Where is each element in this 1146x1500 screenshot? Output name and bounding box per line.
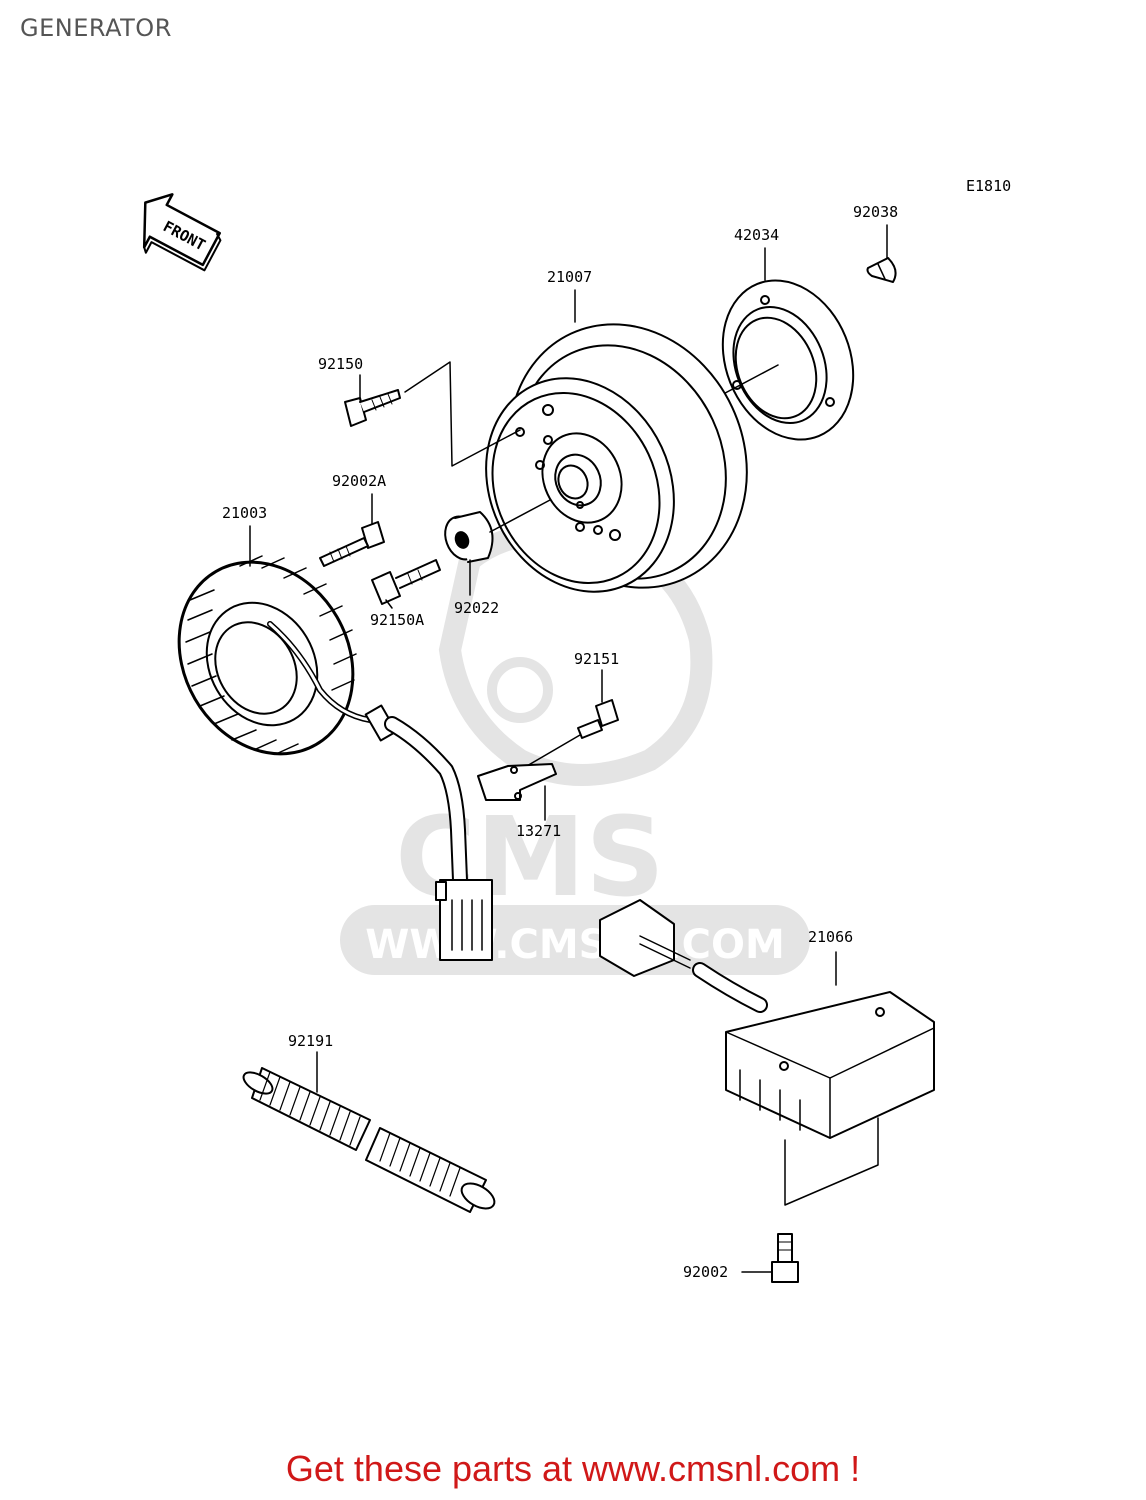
bolt-92150 — [344, 389, 401, 427]
label-21066: 21066 — [808, 928, 853, 946]
label-92002: 92002 — [683, 1263, 728, 1281]
label-92022: 92022 — [454, 599, 499, 617]
label-42034: 42034 — [734, 226, 779, 244]
watermark: CMS WWW.CMSNL.COM — [340, 522, 810, 975]
regulator-rectifier-21066 — [599, 899, 935, 1139]
label-92002A: 92002A — [332, 472, 386, 490]
watermark-url: WWW.CMSNL.COM — [365, 922, 785, 968]
bolt-92150A — [371, 559, 441, 605]
rotor-21007 — [485, 323, 748, 593]
label-92191: 92191 — [288, 1032, 333, 1050]
woodruff-key-92038 — [866, 257, 897, 283]
clamp-13271 — [477, 763, 557, 801]
label-13271: 13271 — [516, 822, 561, 840]
collar-92022 — [444, 511, 494, 563]
label-21007: 21007 — [547, 268, 592, 286]
page-title: GENERATOR — [20, 14, 172, 42]
tube-92191 — [242, 1067, 496, 1213]
bolt-92002 — [771, 1233, 799, 1283]
bolt-92002A — [319, 521, 385, 567]
rotor-ring-42034 — [721, 279, 855, 441]
leader-lines — [249, 224, 888, 1273]
label-92038: 92038 — [853, 203, 898, 221]
label-92150A: 92150A — [370, 611, 424, 629]
label-21003: 21003 — [222, 504, 267, 522]
label-92150: 92150 — [318, 355, 363, 373]
watermark-brand: CMS — [395, 793, 664, 921]
footer-promo-link[interactable]: Get these parts at www.cmsnl.com ! — [285, 1448, 861, 1489]
diagram-code: E1810 — [966, 177, 1011, 195]
stator-21003 — [177, 555, 398, 756]
front-arrow-icon: FRONT — [142, 193, 222, 272]
stator-harness — [384, 716, 493, 961]
screw-92151 — [577, 699, 619, 739]
label-92151: 92151 — [574, 650, 619, 668]
